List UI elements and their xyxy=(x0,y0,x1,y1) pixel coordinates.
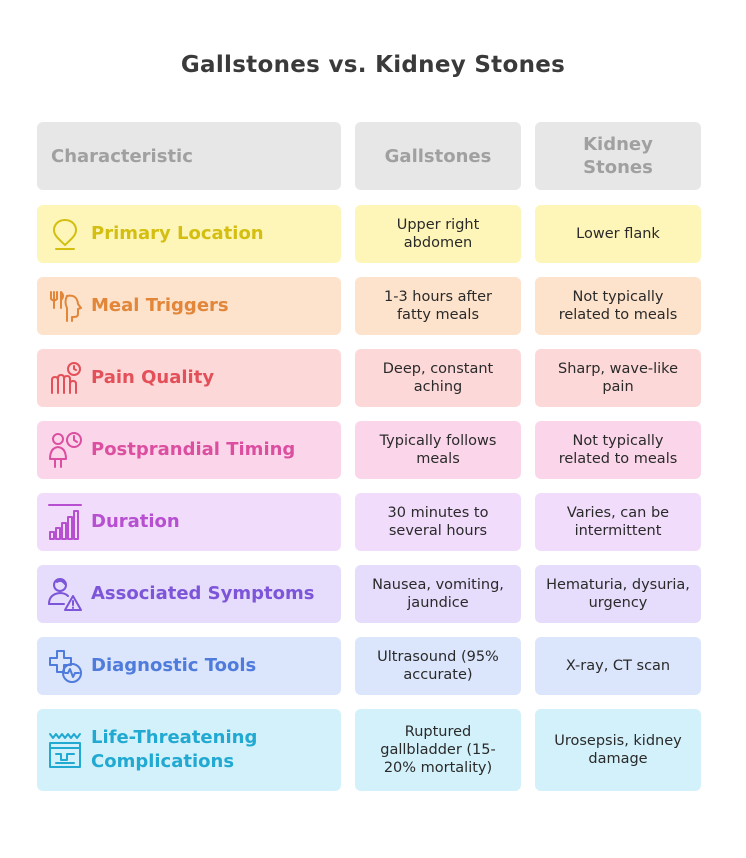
row-label-associated-symptoms: Associated Symptoms xyxy=(37,565,341,623)
gallstones-pain-quality: Deep, constant aching xyxy=(355,349,521,407)
gallstones-duration: 30 minutes to several hours xyxy=(355,493,521,551)
row-label-duration: Duration xyxy=(37,493,341,551)
row-label: Life-Threatening Complications xyxy=(91,727,258,772)
header-characteristic: Characteristic xyxy=(37,122,341,190)
row-label: Primary Location xyxy=(91,223,264,244)
location-pin-icon xyxy=(53,219,77,250)
pain-hand-icon xyxy=(51,362,81,394)
fork-knife-head-icon xyxy=(50,291,82,322)
kidney-duration: Varies, can be intermittent xyxy=(535,493,701,551)
row-label-life-threatening-complications: Life-Threatening Complications xyxy=(37,709,341,791)
gallstones-life-threatening-complications: Ruptured gallbladder (15-20% mortality) xyxy=(355,709,521,791)
header-gallstones: Gallstones xyxy=(355,122,521,190)
gallstones-diagnostic-tools: Ultrasound (95% accurate) xyxy=(355,637,521,695)
gallstones-primary-location: Upper right abdomen xyxy=(355,205,521,263)
row-label-postprandial-timing: Postprandial Timing xyxy=(37,421,341,479)
person-warning-icon xyxy=(48,578,82,611)
row-label: Meal Triggers xyxy=(91,295,229,316)
gallstones-postprandial-timing: Typically follows meals xyxy=(355,421,521,479)
row-label: Postprandial Timing xyxy=(91,439,296,460)
row-label: Diagnostic Tools xyxy=(91,655,257,676)
kidney-postprandial-timing: Not typically related to meals xyxy=(535,421,701,479)
kidney-life-threatening-complications: Urosepsis, kidney damage xyxy=(535,709,701,791)
row-label-diagnostic-tools: Diagnostic Tools xyxy=(37,637,341,695)
kidney-diagnostic-tools: X-ray, CT scan xyxy=(535,637,701,695)
medical-cross-pulse-icon xyxy=(49,650,82,683)
gallstones-associated-symptoms: Nausea, vomiting, jaundice xyxy=(355,565,521,623)
gallstones-meal-triggers: 1-3 hours after fatty meals xyxy=(355,277,521,335)
person-clock-icon xyxy=(49,432,82,468)
hospital-icon xyxy=(49,733,81,768)
bar-chart-icon xyxy=(48,504,82,540)
row-label-meal-triggers: Meal Triggers xyxy=(37,277,341,335)
kidney-associated-symptoms: Hematuria, dysuria, urgency xyxy=(535,565,701,623)
row-label-primary-location: Primary Location xyxy=(37,205,341,263)
row-label: Duration xyxy=(91,511,180,532)
page-title: Gallstones vs. Kidney Stones xyxy=(180,52,566,78)
header-kidney-stones: Kidney Stones xyxy=(535,122,701,190)
kidney-primary-location: Lower flank xyxy=(535,205,701,263)
kidney-meal-triggers: Not typically related to meals xyxy=(535,277,701,335)
kidney-pain-quality: Sharp, wave-like pain xyxy=(535,349,701,407)
row-label-pain-quality: Pain Quality xyxy=(37,349,341,407)
row-label: Associated Symptoms xyxy=(91,583,315,604)
row-label: Pain Quality xyxy=(91,367,215,388)
